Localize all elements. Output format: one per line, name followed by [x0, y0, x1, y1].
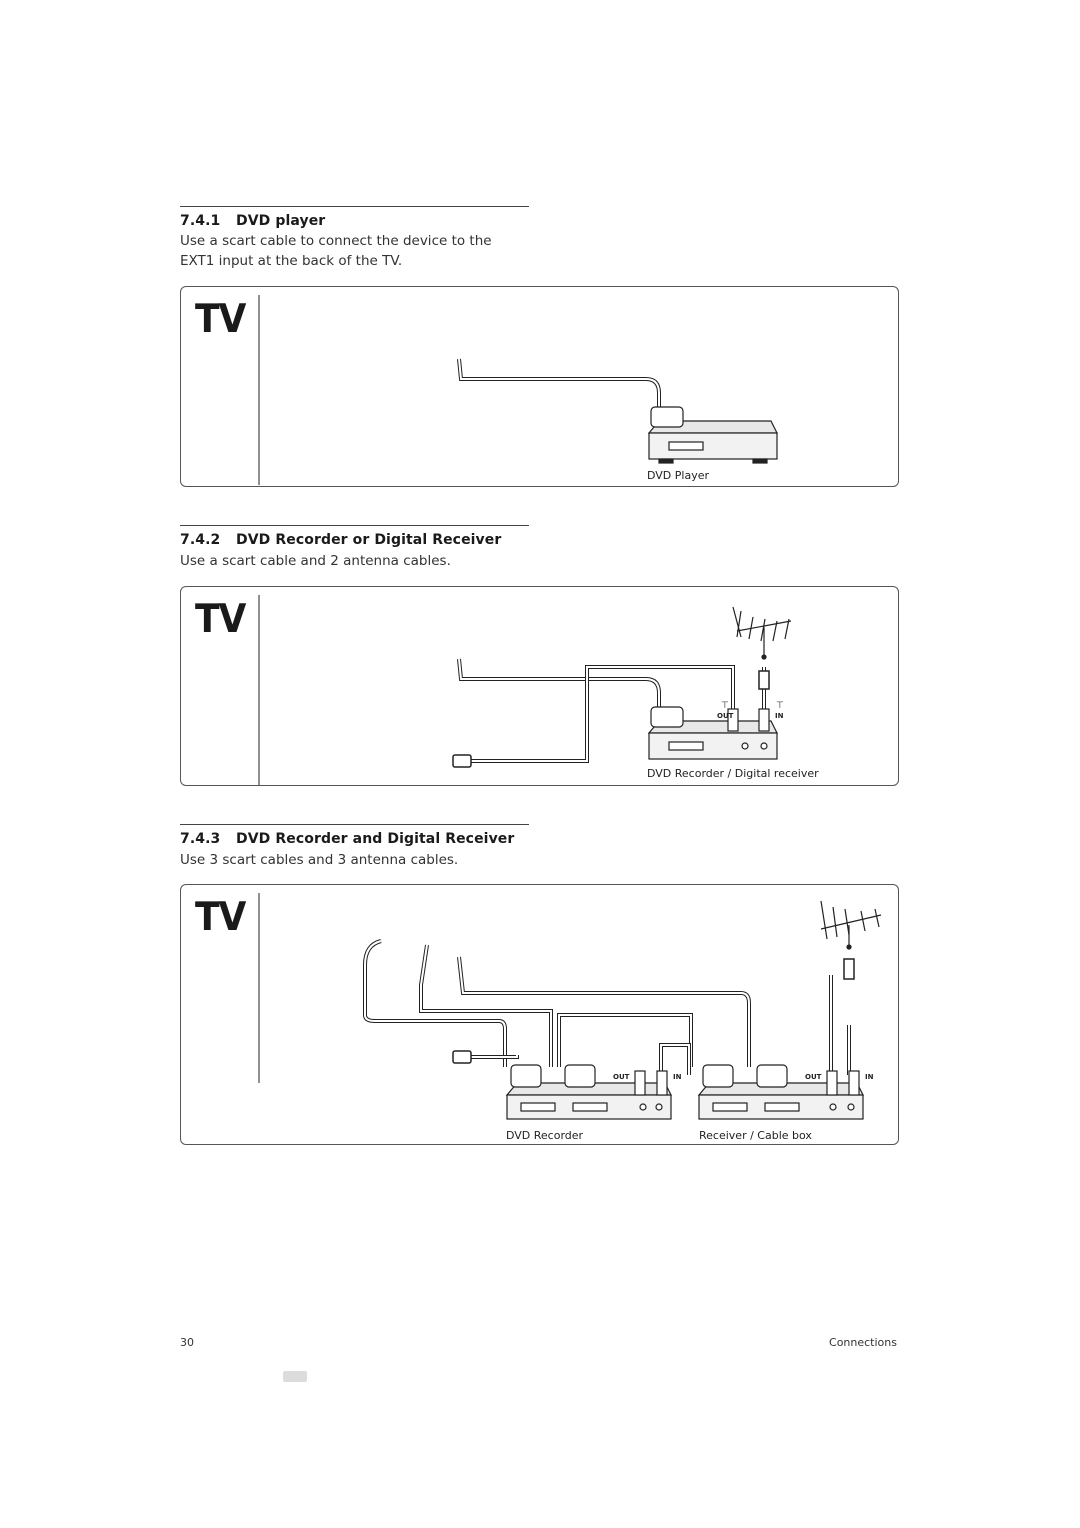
diagram-panel-dvd-recorder-or-receiver: TV VGA SERVICE UART EXT 3 Y Pb Pr: [180, 586, 899, 786]
dvd-recorder-device: [505, 1064, 672, 1120]
diagram-panel-dvd-recorder-and-receiver: TV VGA SERVICE UART EXT 3 Y Pb Pr: [180, 884, 899, 1145]
in-port-label: IN: [865, 1073, 874, 1081]
roof-antenna: [820, 900, 882, 950]
tv-label: TV: [195, 894, 246, 941]
section-body-line: Use 3 scart cables and 3 antenna cables.: [180, 852, 459, 868]
section-rule-1: [180, 206, 529, 207]
section-rule-2: [180, 525, 529, 526]
section-title: DVD Recorder or Digital Receiver: [236, 532, 502, 548]
section-title: DVD player: [236, 213, 326, 229]
tv-label: TV: [195, 296, 246, 343]
footer-section-name: Connections: [829, 1336, 897, 1349]
tv-label: TV: [195, 596, 246, 643]
dvd-recorder-device: [647, 706, 778, 760]
roof-antenna: [732, 606, 792, 660]
section-body-line: Use a scart cable to connect the device …: [180, 233, 492, 249]
out-port-label: OUT: [717, 712, 734, 720]
connection-diagram: VGA SERVICE UART EXT 3 Y Pb Pr: [258, 595, 792, 785]
section-title: DVD Recorder and Digital Receiver: [236, 831, 515, 847]
scart-cable-inner: [458, 358, 660, 411]
diagram-panel-dvd-player: TV VGA SERVICE UART EXT 3 Y Pb Pr: [180, 286, 899, 487]
section-body-line: Use a scart cable and 2 antenna cables.: [180, 553, 451, 569]
section-number: 7.4.3: [180, 831, 221, 847]
section-heading-7-4-3: 7.4.3 DVD Recorder and Digital Receiver: [180, 831, 514, 847]
receiver-cable-box-device: [697, 1064, 864, 1120]
device-caption: Receiver / Cable box: [699, 1129, 812, 1142]
in-port-label: IN: [673, 1073, 682, 1081]
section-number: 7.4.1: [180, 213, 221, 229]
svg-text:⊤: ⊤: [721, 701, 729, 711]
device-caption: DVD Recorder: [506, 1129, 584, 1142]
connection-diagram: VGA SERVICE UART EXT 3 Y Pb Pr: [258, 295, 778, 485]
svg-text:⊤: ⊤: [776, 701, 784, 711]
section-body-line: EXT1 input at the back of the TV.: [180, 253, 403, 269]
page-tab-marker: [283, 1371, 307, 1382]
page-number: 30: [180, 1336, 194, 1349]
out-port-label: OUT: [613, 1073, 630, 1081]
section-heading-7-4-2: 7.4.2 DVD Recorder or Digital Receiver: [180, 532, 501, 548]
scart-cable: [457, 358, 661, 411]
section-heading-7-4-1: 7.4.1 DVD player: [180, 213, 325, 229]
section-number: 7.4.2: [180, 532, 221, 548]
device-caption: DVD Recorder / Digital receiver: [647, 767, 819, 780]
device-caption: DVD Player: [647, 469, 709, 482]
out-port-label: OUT: [805, 1073, 822, 1081]
antenna-plug: [452, 754, 472, 768]
in-port-label: IN: [775, 712, 784, 720]
section-rule-3: [180, 824, 529, 825]
dvd-player-device: [647, 406, 778, 464]
connection-diagram: VGA SERVICE UART EXT 3 Y Pb Pr: [258, 893, 882, 1120]
